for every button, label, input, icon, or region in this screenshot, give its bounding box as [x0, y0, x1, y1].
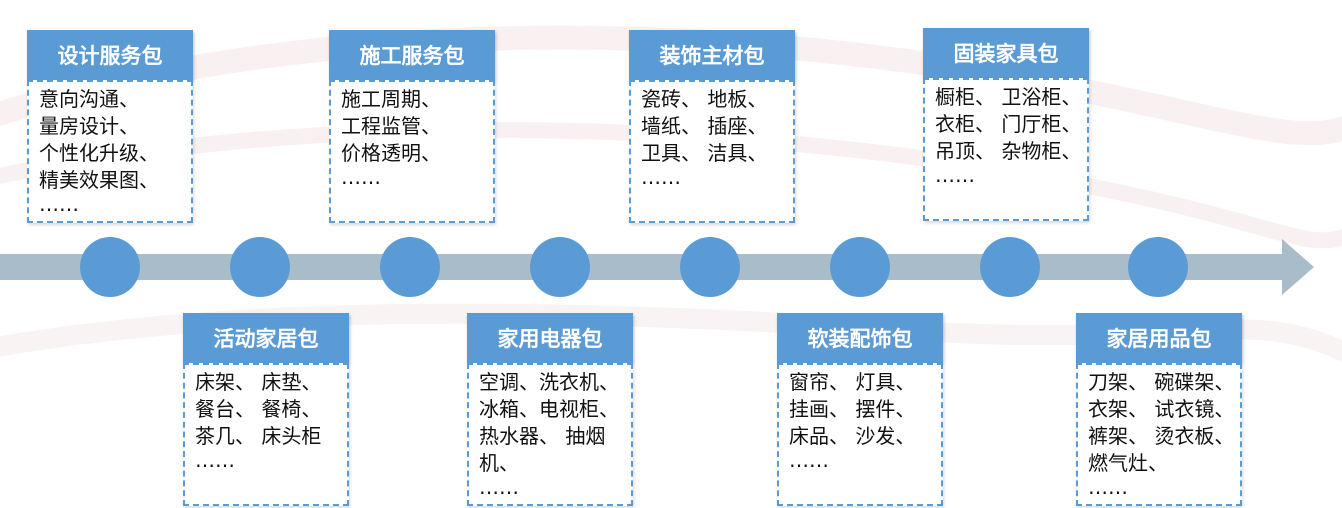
package-item: 挂画、 摆件、: [789, 397, 916, 421]
package-item: 精美效果图、: [39, 168, 159, 192]
package-item: ……: [39, 192, 79, 216]
package-item: 刀架、 碗碟架、: [1088, 370, 1235, 394]
package-item: 衣架、 试衣镜、: [1088, 397, 1235, 421]
timeline-node-5: [680, 237, 740, 297]
package-items: 意向沟通、 量房设计、 个性化升级、 精美效果图、 ……: [27, 80, 193, 223]
package-items: 橱柜、 卫浴柜、 衣柜、 门厅柜、 吊顶、 杂物柜、 ……: [923, 78, 1089, 221]
package-item: 橱柜、 卫浴柜、: [935, 85, 1082, 109]
package-item: ……: [1088, 475, 1128, 499]
timeline-node-7: [980, 237, 1040, 297]
package-item: 价格透明、: [341, 141, 441, 165]
package-item: ……: [641, 165, 681, 189]
timeline-bar: [0, 254, 1282, 280]
package-title: 设计服务包: [27, 30, 193, 80]
package-items: 刀架、 碗碟架、 衣架、 试衣镜、 裤架、 烫衣板、 燃气灶、 ……: [1076, 363, 1242, 506]
package-item: 卫具、 洁具、: [641, 141, 768, 165]
package-item: 吊顶、 杂物柜、: [935, 139, 1082, 163]
timeline-node-8: [1128, 237, 1188, 297]
package-items: 窗帘、 灯具、 挂画、 摆件、 床品、 沙发、 ……: [777, 363, 943, 506]
package-item: 热水器、 抽烟: [479, 424, 606, 448]
package-title: 软装配饰包: [777, 313, 943, 363]
package-item: 床品、 沙发、: [789, 424, 916, 448]
package-item: 空调、洗衣机、: [479, 370, 619, 394]
package-item: 餐台、 餐椅、: [195, 397, 322, 421]
package-item: 机、: [479, 451, 519, 475]
package-item: ……: [195, 448, 235, 472]
package-item: ……: [789, 448, 829, 472]
package-item: 窗帘、 灯具、: [789, 370, 916, 394]
timeline-node-6: [830, 237, 890, 297]
package-item: 工程监管、: [341, 114, 441, 138]
package-item: 施工周期、: [341, 87, 441, 111]
timeline-node-3: [380, 237, 440, 297]
package-items: 瓷砖、 地板、 墙纸、 插座、 卫具、 洁具、 ……: [629, 80, 795, 223]
package-title: 装饰主材包: [629, 30, 795, 80]
package-items: 施工周期、 工程监管、 价格透明、 ……: [329, 80, 495, 223]
timeline-node-2: [230, 237, 290, 297]
package-title: 活动家居包: [183, 313, 349, 363]
timeline-arrowhead: [1282, 239, 1314, 295]
package-item: 瓷砖、 地板、: [641, 87, 768, 111]
timeline-node-4: [530, 237, 590, 297]
package-item: 衣柜、 门厅柜、: [935, 112, 1082, 136]
package-item: 燃气灶、: [1088, 451, 1168, 475]
package-item: 茶几、 床头柜: [195, 424, 322, 448]
package-item: 个性化升级、: [39, 141, 159, 165]
package-item: 床架、 床垫、: [195, 370, 322, 394]
timeline-node-1: [80, 237, 140, 297]
package-items: 空调、洗衣机、 冰箱、电视柜、 热水器、 抽烟 机、 ……: [467, 363, 633, 506]
package-item: ……: [341, 165, 381, 189]
package-items: 床架、 床垫、 餐台、 餐椅、 茶几、 床头柜 ……: [183, 363, 349, 506]
package-title: 施工服务包: [329, 30, 495, 80]
package-item: 裤架、 烫衣板、: [1088, 424, 1235, 448]
package-item: 量房设计、: [39, 114, 139, 138]
package-title: 家用电器包: [467, 313, 633, 363]
package-item: ……: [479, 475, 519, 499]
package-title: 固装家具包: [923, 28, 1089, 78]
package-item: ……: [935, 163, 975, 187]
package-item: 墙纸、 插座、: [641, 114, 768, 138]
package-item: 意向沟通、: [39, 87, 139, 111]
package-item: 冰箱、电视柜、: [479, 397, 619, 421]
package-title: 家居用品包: [1076, 313, 1242, 363]
